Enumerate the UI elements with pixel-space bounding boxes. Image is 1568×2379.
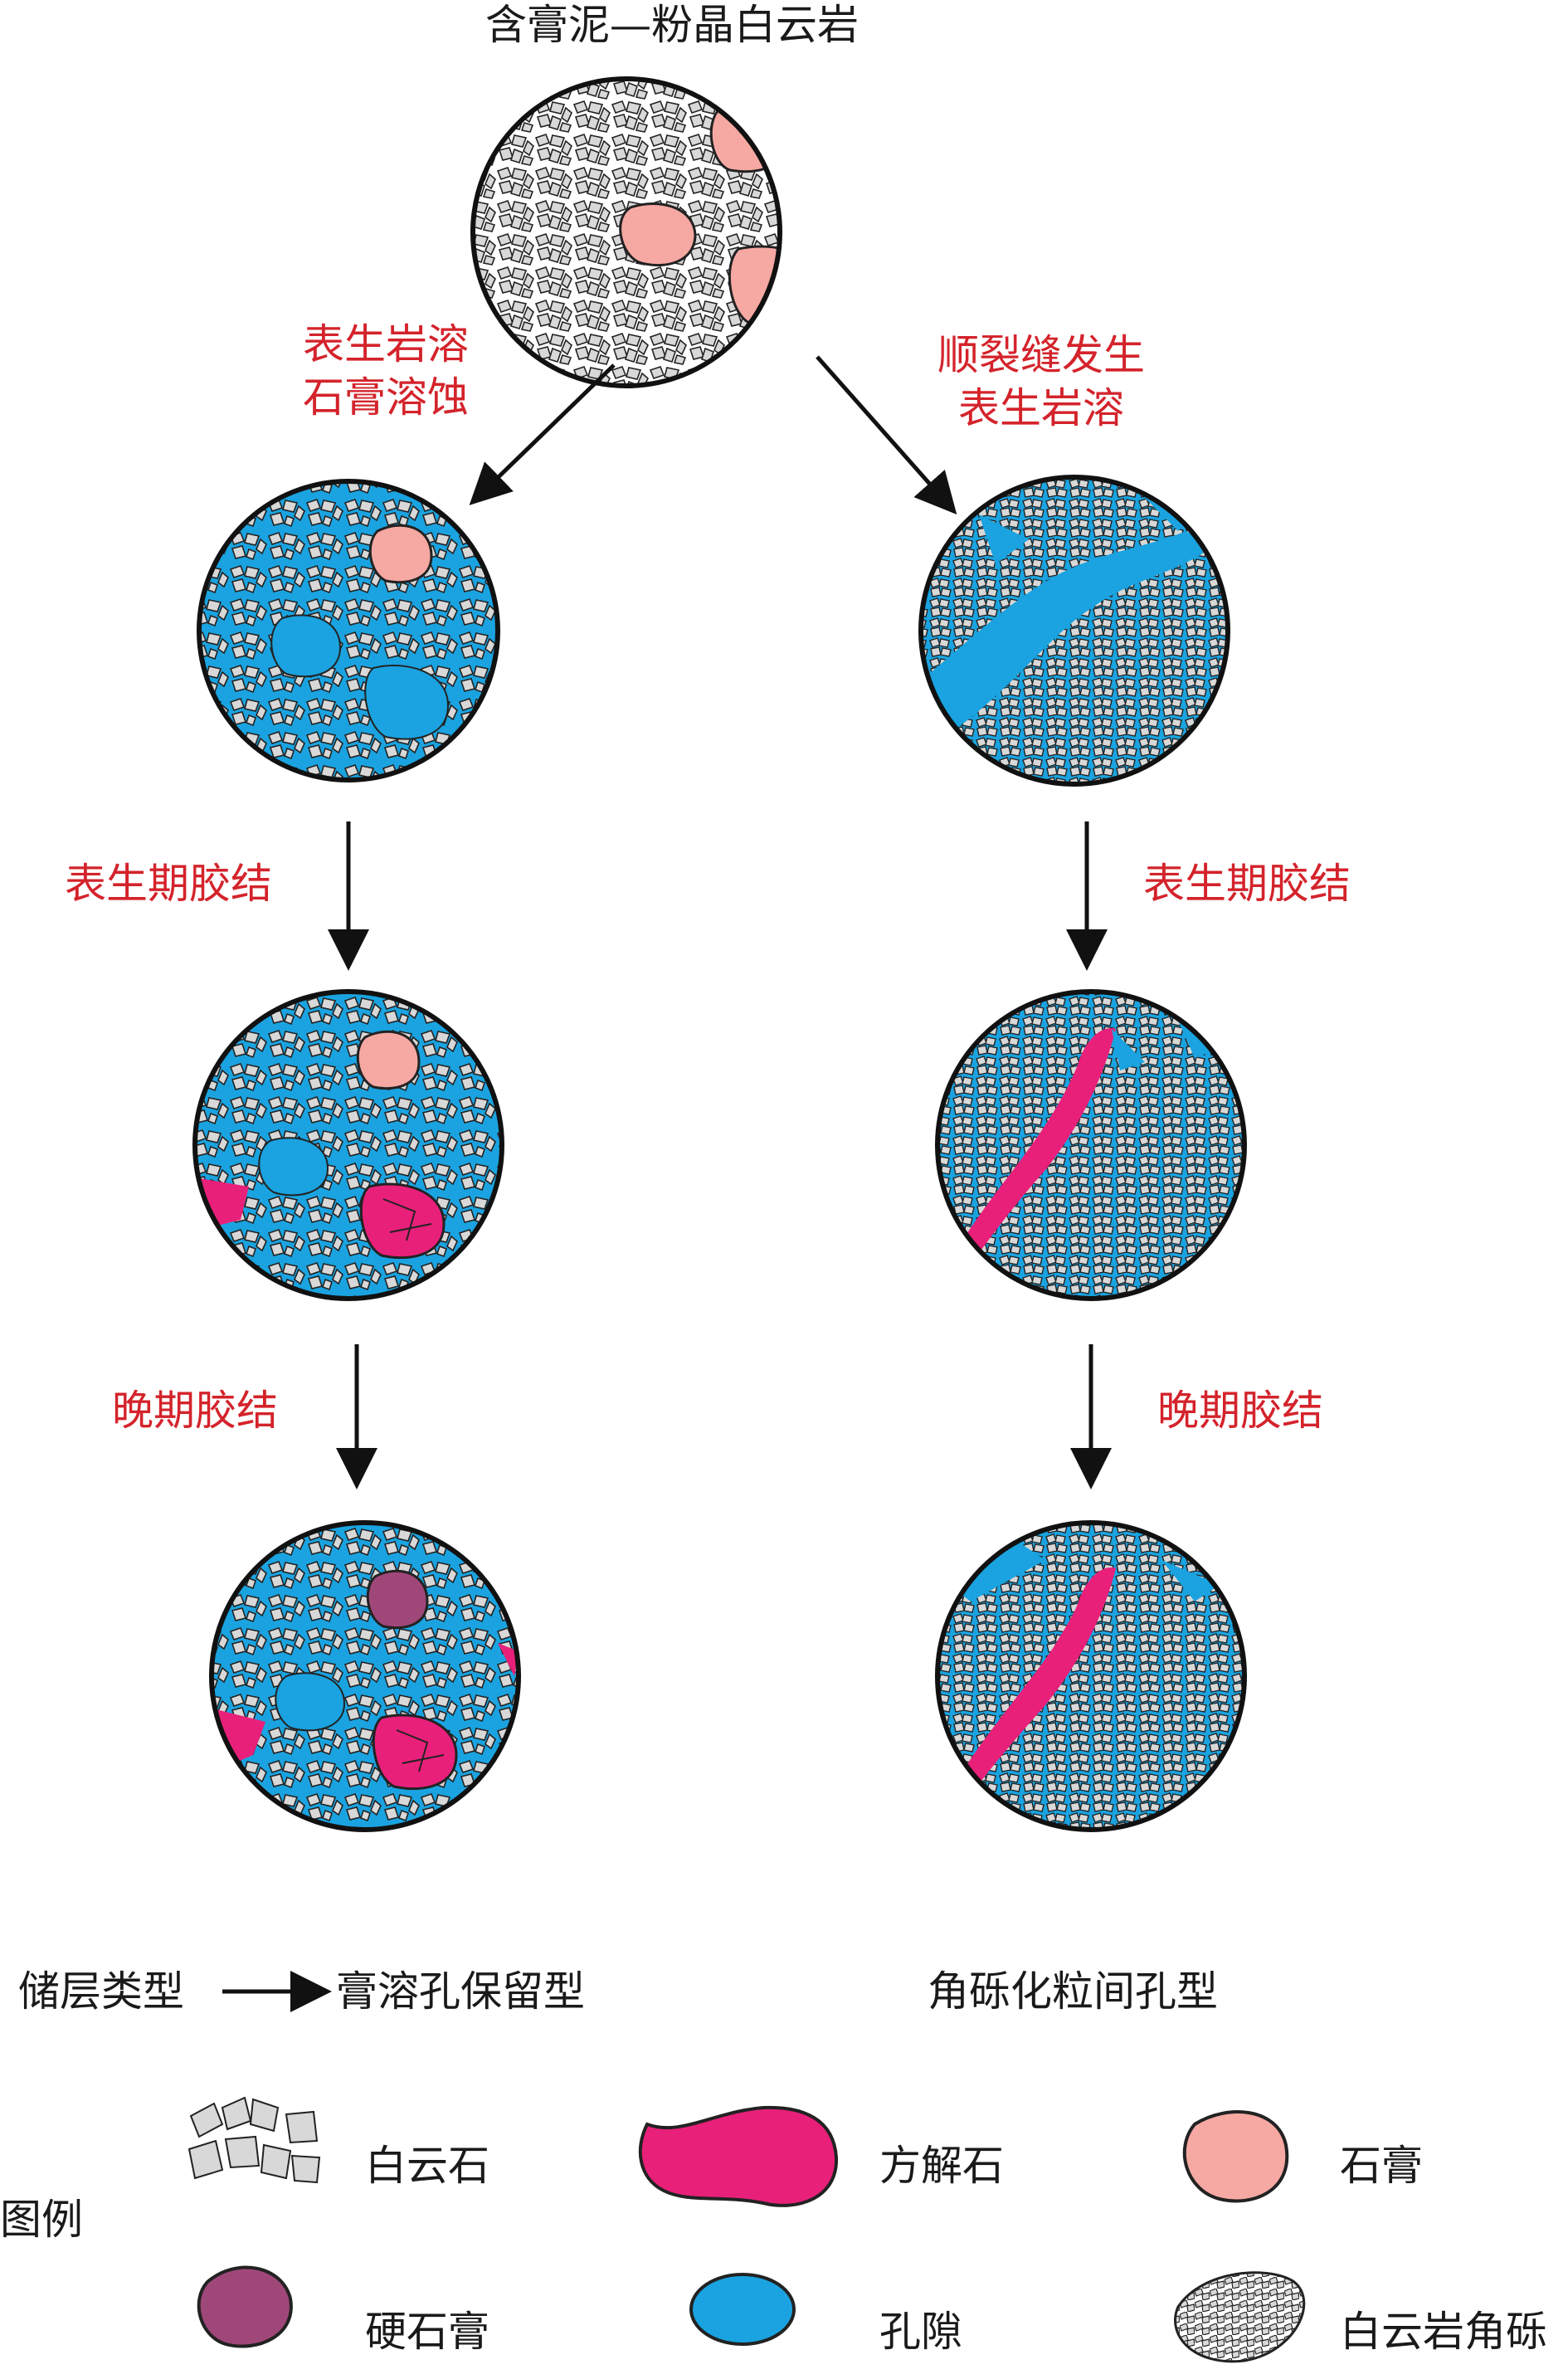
- left-process-1-line1: 表生岩溶: [303, 320, 469, 368]
- left-process-1-line2: 石膏溶蚀: [303, 373, 469, 422]
- dolomite-crystals-icon: [187, 2096, 321, 2184]
- sample-right-late-cement: [935, 1520, 1247, 1832]
- legend-label-anhydrite: 硬石膏: [365, 2308, 489, 2356]
- dissolution-pore: [258, 1137, 329, 1197]
- gypsum-nodule: [619, 202, 697, 267]
- sample-right-fracture-karst: [918, 475, 1230, 787]
- sample-original: [470, 76, 782, 388]
- dolomite-breccia-icon: [1174, 2271, 1306, 2363]
- right-process-1-line2: 表生岩溶: [958, 384, 1124, 432]
- sample-left-supergene-cement: [192, 989, 504, 1301]
- gypsum-nodule: [356, 1030, 421, 1090]
- right-process-3: 晚期胶结: [1157, 1387, 1323, 1435]
- gypsum-icon: [1182, 2110, 1289, 2203]
- anhydrite-nodule: [366, 1569, 429, 1630]
- diagram-title: 含膏泥—粉晶白云岩: [485, 1, 859, 49]
- calcite-vein: [962, 1567, 1116, 1784]
- sample-left-late-cement: [209, 1520, 521, 1832]
- arrow-left-1: [469, 363, 616, 505]
- gypsum-nodule: [368, 524, 433, 584]
- legend-label-pore: 孔隙: [879, 2308, 962, 2356]
- reservoir-type-label: 储层类型: [18, 1967, 184, 2016]
- reservoir-type-right: 角砾化粒间孔型: [928, 1967, 1218, 2016]
- right-process-1-line1: 顺裂缝发生: [937, 331, 1145, 379]
- right-process-1: 顺裂缝发生 表生岩溶: [937, 334, 1145, 429]
- legend-icons: [187, 2096, 1306, 2363]
- calcite-cement: [199, 1178, 249, 1261]
- arrow-right-1: [816, 355, 957, 514]
- calcite-cement: [359, 1182, 446, 1260]
- anhydrite-icon: [197, 2265, 293, 2348]
- calcite-icon: [638, 2105, 839, 2207]
- gypsum-nodule: [728, 245, 780, 326]
- dissolution-pore: [275, 1672, 346, 1732]
- reservoir-type-left: 膏溶孔保留型: [336, 1967, 585, 2016]
- legend-label-gypsum: 石膏: [1340, 2142, 1423, 2190]
- dissolution-pore: [270, 614, 342, 678]
- sample-left-epigenetic-karst: [197, 479, 500, 782]
- legend-label-dolomite: 白云石: [365, 2142, 489, 2190]
- left-process-1: 表生岩溶 石膏溶蚀: [303, 324, 469, 418]
- left-process-3: 晚期胶结: [112, 1387, 278, 1435]
- calcite-vein: [962, 1028, 1116, 1253]
- dissolution-pore: [364, 665, 450, 740]
- right-process-2: 表生期胶结: [1143, 860, 1351, 908]
- calcite-cement: [372, 1714, 458, 1791]
- legend-title: 图例: [0, 2196, 83, 2244]
- fracture-pore: [921, 531, 1211, 751]
- process-arrows: [222, 355, 1112, 2012]
- legend-label-breccia: 白云岩角砾: [1340, 2308, 1547, 2356]
- left-process-2: 表生期胶结: [65, 860, 272, 908]
- sample-right-supergene-cement: [935, 989, 1247, 1301]
- pore-icon: [689, 2273, 796, 2346]
- legend-label-calcite: 方解石: [879, 2142, 1004, 2190]
